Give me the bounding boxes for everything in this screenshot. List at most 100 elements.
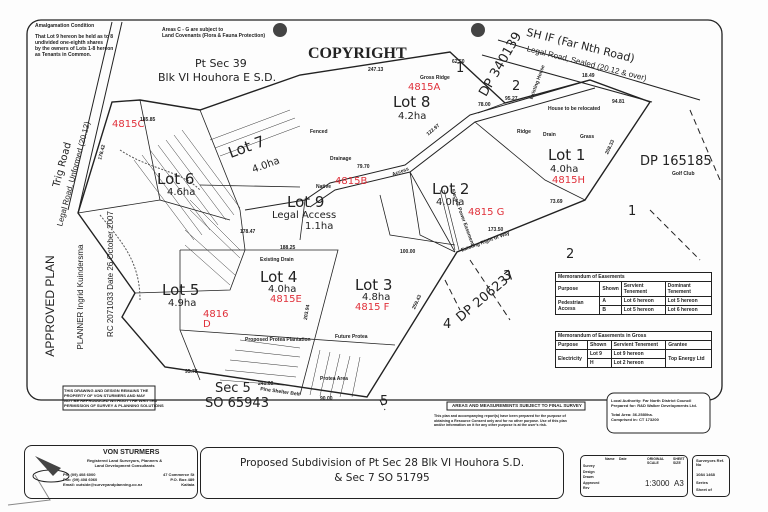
lot-9-area: 1.1ha (305, 221, 334, 232)
dimension-label: 247.13 (368, 67, 384, 73)
lot-4-label: Lot 4 (260, 268, 298, 286)
covenant-line: Land Covenants (Flora & Fauna Protection… (162, 33, 266, 39)
lot-8-ref: 4815A (408, 82, 441, 93)
table-cell: A (599, 296, 622, 306)
sh-road (481, 39, 701, 103)
rc-stamp: RC 2071033 Date 26 October 2007 (106, 211, 115, 337)
gross-easements-title: Memorandum of Easements in Gross (555, 331, 712, 341)
firm-name: VON STURMERS (103, 449, 160, 456)
contact-line: Email: outside@surveyandplanning.co.nz (63, 482, 143, 487)
header-cell: Dominant Tenement (664, 281, 713, 297)
ref-label: Surveyors Ref. No (696, 458, 725, 467)
lot-3-label: Lot 3 (355, 276, 393, 294)
dimension-label: 173.50 (488, 227, 504, 233)
approved-plan-stamp: APPROVED PLAN (43, 255, 57, 357)
lot-5-ref: 4816 D (203, 309, 229, 330)
ref-value: 1084 1468 (696, 472, 715, 477)
lot-2-ref: 4815 G (468, 207, 505, 218)
purpose-note: This plan and accompanying report(s) hav… (434, 414, 567, 428)
firm-subtitle: Registered Land Surveyors, Planners &Lan… (87, 458, 162, 468)
lot-9-ref: 4815B (335, 176, 368, 187)
feature-label: House to be relocated (548, 106, 601, 112)
gross-easements-table: Memorandum of Easements in Gross Purpose… (555, 331, 712, 368)
amalgamation-line: as Tenants in Common. (35, 52, 92, 58)
header-cell: Servient Tenement (610, 340, 667, 350)
header-cell: Grantee (665, 340, 712, 350)
lot-1-ref: 4815H (552, 175, 585, 186)
dimension-label: 178.47 (240, 229, 256, 235)
sheet-of-label: Sheet of (696, 487, 712, 492)
lot-lines (77, 99, 586, 396)
lot-5-label: Lot 5 (162, 281, 200, 299)
table-cell: Lot 5 hereon (664, 296, 713, 306)
note-line: PROPERTY OF VON STURMERS AND MAY (64, 393, 146, 398)
neighbour-number: 3 (503, 269, 512, 284)
role-label: Design (583, 469, 595, 474)
note-line: obtaining a Resource Consent only and fo… (434, 418, 567, 423)
lot-1-area: 4.0ha (550, 164, 579, 175)
lot-9-access: Legal Access (272, 210, 337, 221)
lot-4-ref: 4815E (270, 294, 302, 305)
dimension-label: 241.00 (258, 381, 274, 387)
dimension-label: 78.00 (478, 102, 491, 108)
feature-label: Fenced (310, 129, 328, 135)
dp-165185-label: DP 165185 (640, 154, 712, 169)
covenant-line: Areas C - G are subject to (162, 27, 224, 33)
plan-border (26, 19, 723, 401)
feature-label: Protea Area (320, 376, 348, 382)
plan-title-line2: & Sec 7 SO 51795 (334, 472, 430, 484)
feature-label: Native (316, 184, 332, 190)
native-bush (99, 149, 201, 301)
header-cell: Purpose (555, 340, 588, 350)
table-cell: Lot 9 hereon (610, 349, 667, 359)
header-cell: Shown (599, 281, 622, 297)
role-label: Approved (583, 480, 600, 485)
feature-label: Existing Drain (260, 257, 294, 263)
lot-4-area: 4.0ha (268, 284, 297, 295)
neighbour-number: 2 (566, 247, 575, 262)
name-header: Name (605, 457, 615, 461)
easement-lines (439, 189, 460, 251)
role-label: Survey (583, 464, 595, 468)
areas-note: AREAS AND MEASUREMENTS SUBJECT TO FINAL … (452, 403, 582, 408)
table-cell: Lot 5 hereon (620, 305, 666, 315)
punch-hole (471, 23, 485, 37)
dimension-label: 95.27 (505, 96, 518, 102)
address-line: Kaitaia (181, 482, 195, 487)
note-line: Prepared for: R&D Walker Developments Lt… (611, 403, 697, 408)
feature-label: Ridge (517, 129, 531, 135)
scale-value: 1:3000 (645, 479, 670, 488)
table-cell: Lot 2 hereon (610, 358, 667, 368)
plan-title: Proposed Subdivision of Pt Sec 28 Blk VI… (239, 457, 525, 469)
punch-hole (273, 23, 287, 37)
dimension-label: 62.50 (452, 59, 465, 65)
dimension-label: 188.25 (280, 245, 296, 251)
sheet-header: SHEET SIZE (673, 457, 685, 465)
feature-label: Drainage (330, 156, 352, 162)
table-cell: Lot 9 (586, 349, 612, 359)
feature-label: Gross Ridge (420, 75, 450, 81)
lot-5-area: 4.9ha (168, 298, 197, 309)
firm-logo (32, 456, 70, 483)
lot-6-ref: 4815C (112, 119, 145, 130)
contact-line: Ph: (09) 408 6000 (63, 472, 96, 477)
comprised-in: Comprised in: CT 173200 (611, 417, 659, 422)
dimension-label: 95.78 (185, 369, 198, 375)
dimension-label: 94.81 (612, 99, 625, 105)
feature-label: Drain (543, 132, 556, 138)
lot-2-area: 4.0ha (436, 197, 465, 208)
table-cell: H (586, 358, 612, 368)
dimension-label: 185.85 (140, 117, 156, 123)
table-cell: Electricity (555, 349, 588, 368)
amalgamation-line: by the owners of Lots 1-8 hereon (35, 46, 114, 52)
lot-3-ref: 4815 F (355, 302, 390, 313)
address-line: P.O. Box 489 (170, 477, 195, 482)
neighbour-number: 4 (443, 317, 452, 332)
title-box: Proposed Subdivision of Pt Sec 28 Blk VI… (200, 447, 564, 499)
blk-label: Blk VI Houhora E S.D. (158, 71, 277, 84)
